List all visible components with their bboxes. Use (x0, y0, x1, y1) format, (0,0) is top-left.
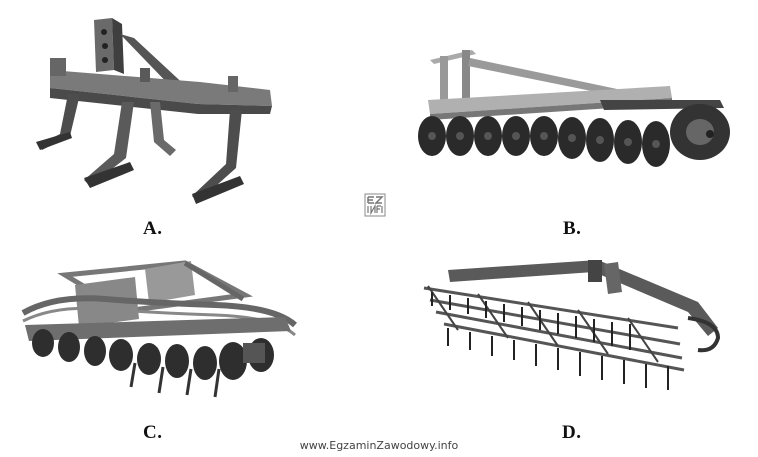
subsoiler-icon (36, 18, 272, 204)
figure-label-d: D. (562, 422, 582, 443)
source-url: www.EgzaminZawodowy.info (299, 439, 459, 452)
figure-a (30, 10, 290, 210)
figure-d (418, 258, 730, 398)
figure-c (15, 255, 300, 405)
figure-b (410, 40, 740, 180)
figure-label-a: A. (143, 218, 163, 239)
figure-label-c: C. (143, 422, 163, 443)
compact-disc-cultivator-icon (21, 260, 298, 398)
figure-label-b: B. (563, 218, 582, 239)
watermark (364, 193, 386, 217)
disc-harrow-icon (418, 50, 730, 167)
tine-harrow-icon (423, 260, 721, 390)
ez-info-logo-icon (364, 193, 386, 217)
